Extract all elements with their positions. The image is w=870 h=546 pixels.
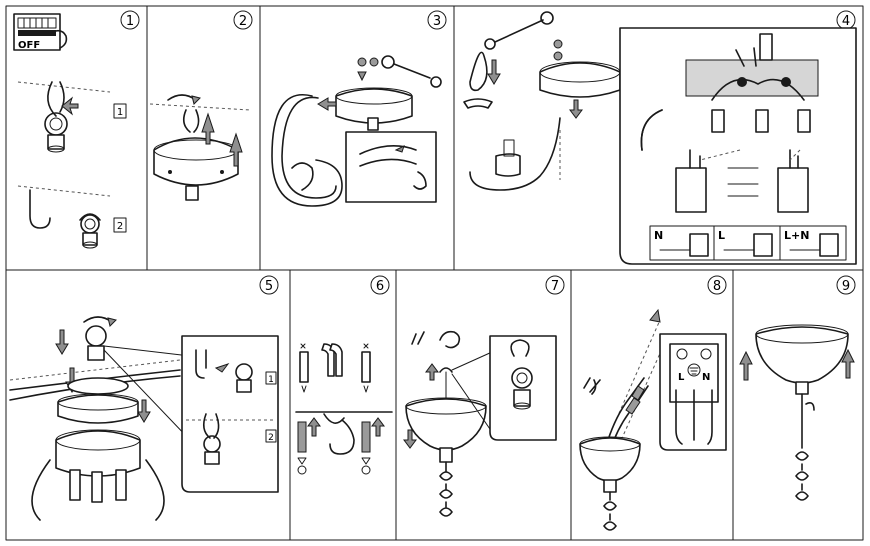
step-9-illustration — [739, 324, 855, 501]
wire-ln-label: L+N — [784, 229, 809, 242]
step5-option-2-label: 2 — [268, 433, 274, 443]
step-number-6: 6 — [376, 279, 384, 294]
step-badge-6: 6 — [370, 275, 390, 295]
step5-option-box-1: 1 — [265, 371, 277, 385]
step-4-illustration: N L L+N — [463, 11, 857, 265]
panel-grid — [5, 5, 864, 541]
step-badge-8: 8 — [707, 275, 727, 295]
step-badge-1: 1 — [120, 10, 140, 30]
step-badge-3: 3 — [427, 10, 447, 30]
step-number-8: 8 — [713, 279, 721, 294]
step-badge-5: 5 — [259, 275, 279, 295]
screw-anchor-right — [361, 343, 371, 393]
terminal-n-label: N — [702, 372, 710, 383]
step-badge-2: 2 — [233, 10, 253, 30]
open-hook — [17, 185, 111, 249]
step-number-4: 4 — [842, 14, 850, 29]
wall-plug-left — [297, 417, 321, 475]
step-number-9: 9 — [842, 279, 850, 294]
step-number-2: 2 — [239, 14, 247, 29]
wire-n-label: N — [654, 229, 663, 242]
step-number-1: 1 — [126, 14, 134, 29]
step-number-3: 3 — [433, 14, 441, 29]
option-1-label: 1 — [117, 107, 123, 118]
step-8-illustration: L N — [579, 308, 727, 531]
step-badge-4: 4 — [836, 10, 856, 30]
wall-plug-right — [361, 417, 385, 475]
step-5-illustration: 1 2 — [9, 316, 279, 521]
ground-terminal-icon — [687, 363, 701, 377]
option-box-2: 2 — [113, 217, 127, 233]
step-number-5: 5 — [265, 279, 273, 294]
power-switch-icon: OFF — [13, 13, 68, 51]
step-2-illustration — [149, 94, 251, 201]
wire-l-label: L — [718, 229, 725, 242]
step-number-7: 7 — [551, 279, 559, 294]
step-3-illustration — [271, 55, 442, 207]
step-6-illustration — [295, 343, 393, 475]
step-1-illustration: OFF 1 2 — [13, 13, 127, 249]
option-2-label: 2 — [117, 221, 123, 232]
hook-ring-assembly — [17, 81, 111, 153]
wrench-icon-step4 — [484, 11, 554, 50]
off-label: OFF — [18, 40, 40, 51]
step-badge-7: 7 — [545, 275, 565, 295]
option-box-1: 1 — [113, 103, 127, 119]
terminal-l-label: L — [678, 372, 685, 383]
wrench-icon — [381, 55, 442, 88]
step5-option-1-label: 1 — [268, 375, 274, 385]
step5-option-box-2: 2 — [265, 429, 277, 443]
screw-anchor-left — [299, 343, 309, 393]
terminal-block-bubble: L N — [659, 333, 727, 451]
step-7-illustration — [403, 330, 557, 517]
wiring-detail-bubble: N L L+N — [619, 27, 857, 265]
step-badge-9: 9 — [836, 275, 856, 295]
